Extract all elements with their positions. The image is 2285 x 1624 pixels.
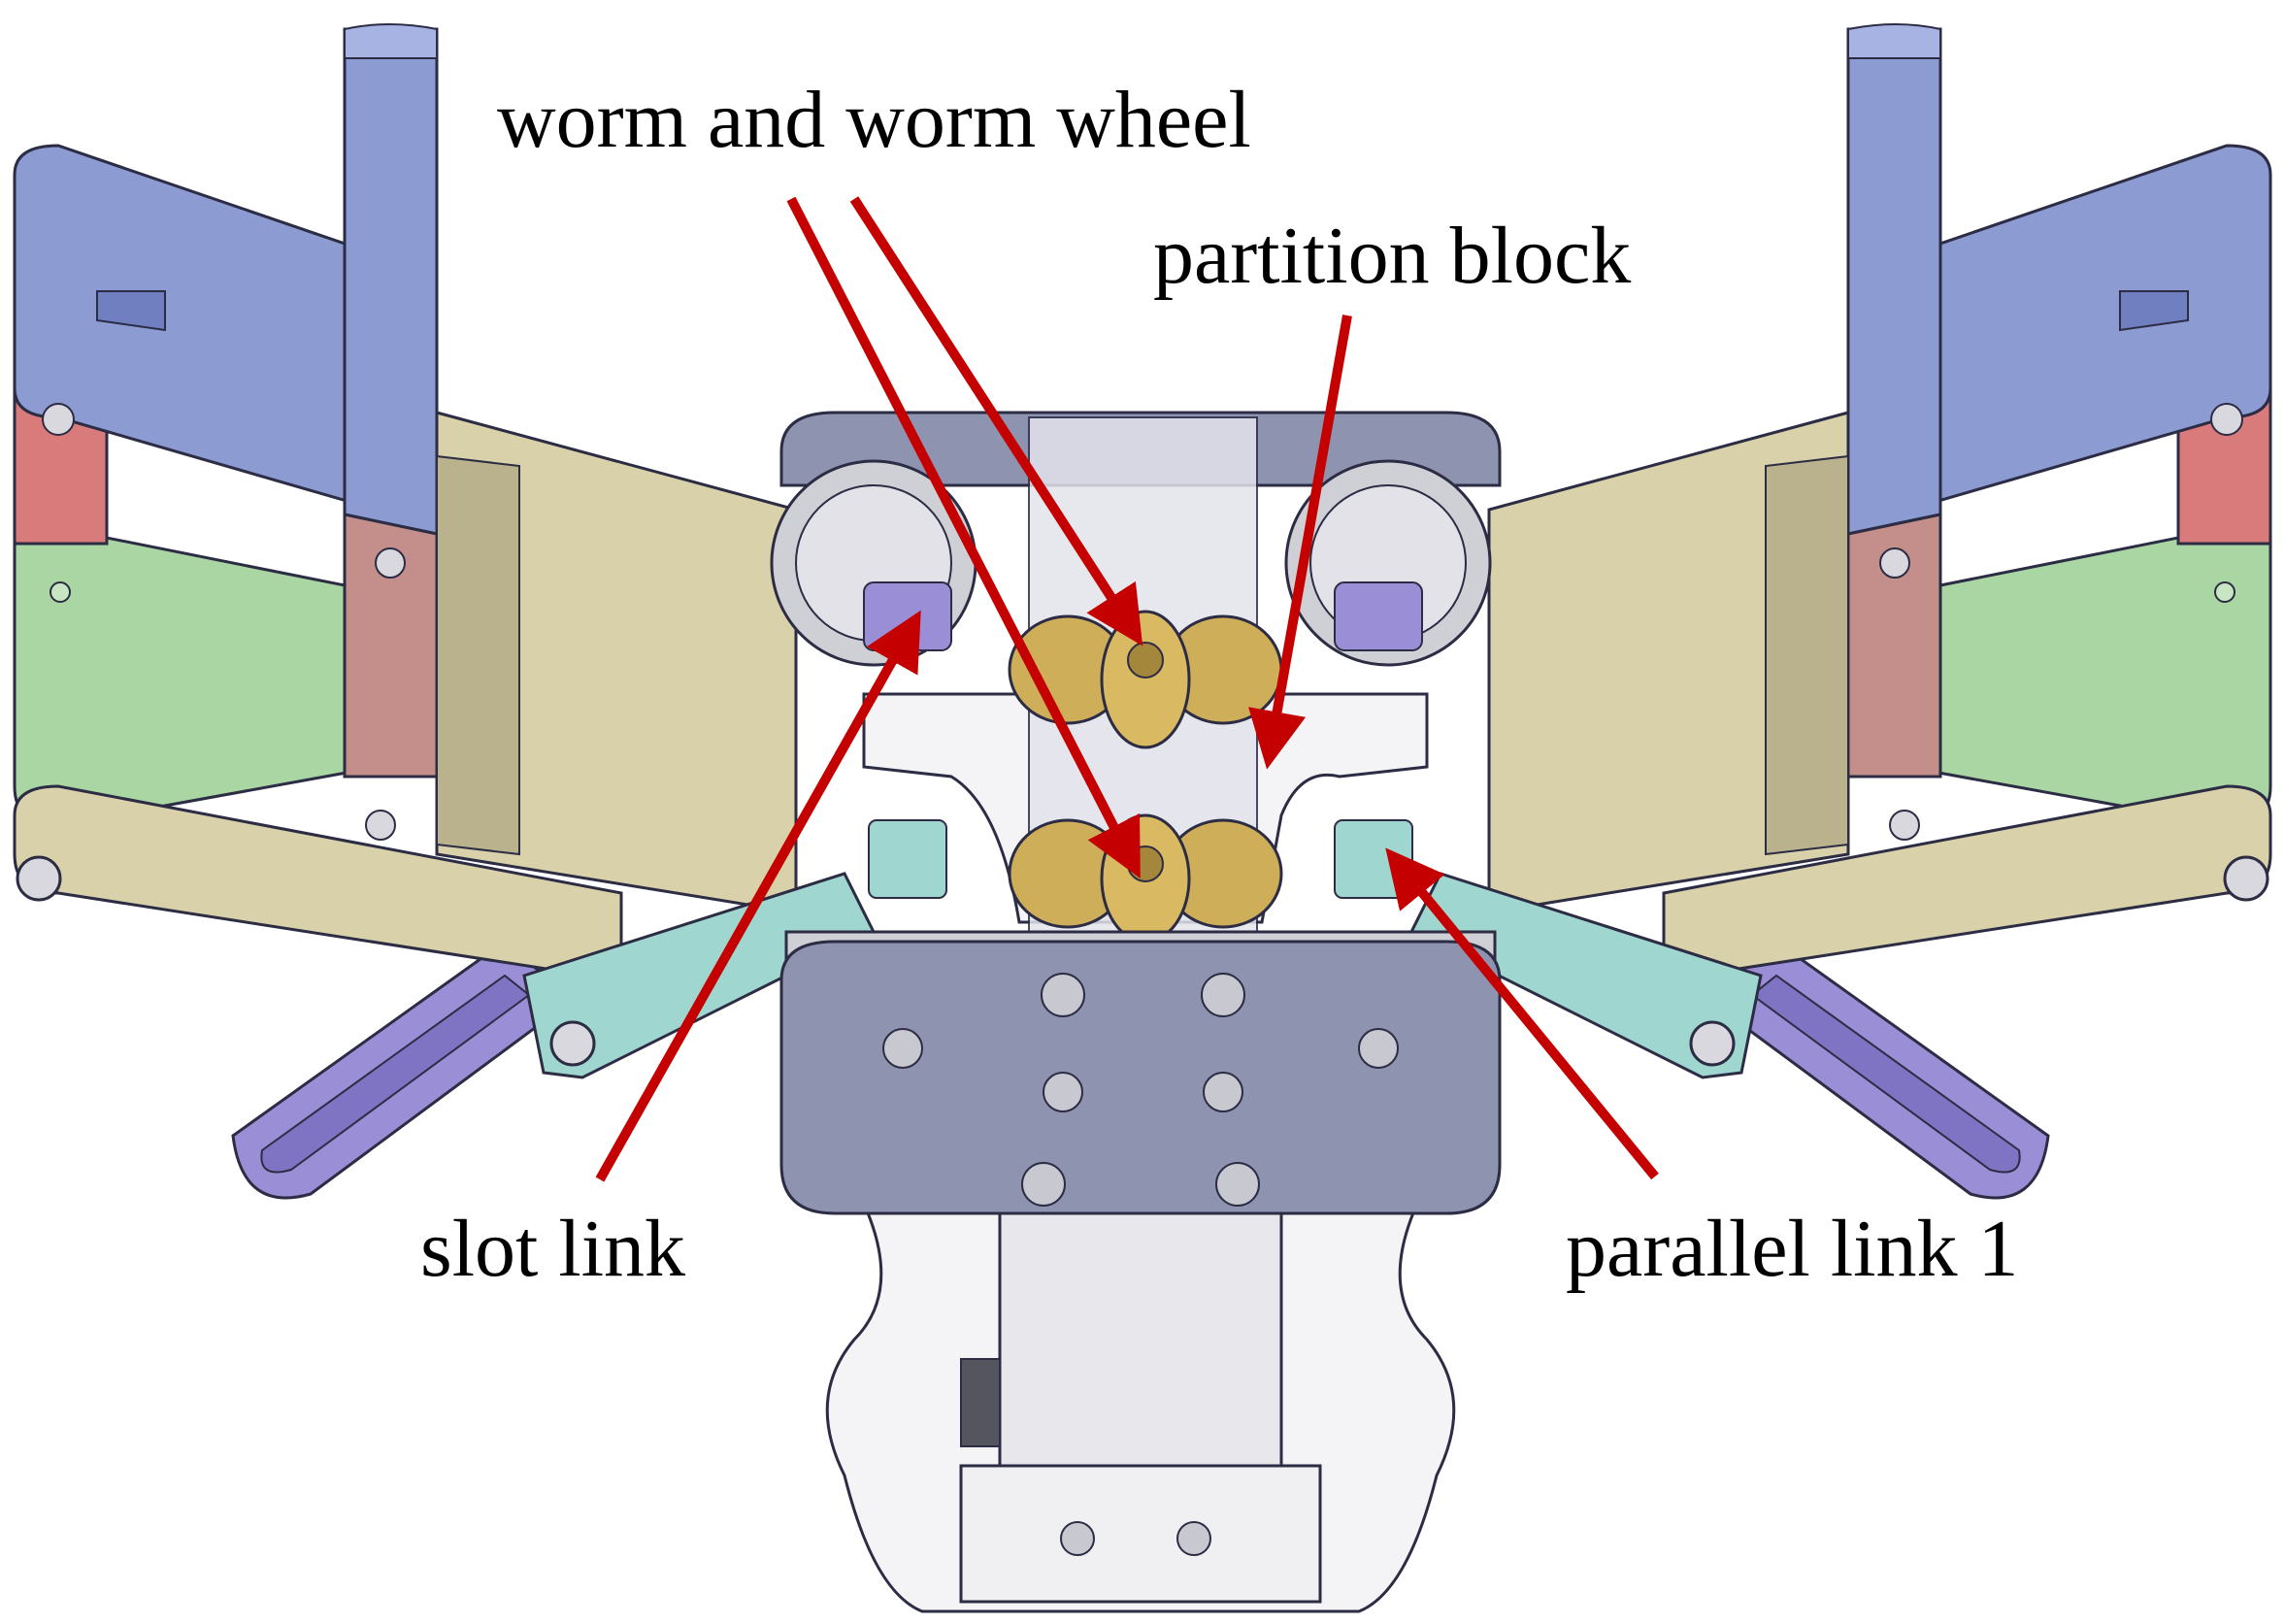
arrow-slot-link: [595, 610, 921, 1182]
arrow-worm-upper: [849, 196, 1143, 646]
label-partition-block: partition block: [1153, 211, 1632, 301]
arrow-partition-block: [1248, 315, 1352, 770]
arrow-worm-lower: [786, 196, 1141, 878]
right-finger: [1408, 23, 2272, 1079]
label-slot-link: slot link: [420, 1204, 686, 1294]
slot-link-left: [231, 940, 576, 1200]
screw-heads: [882, 973, 1399, 1207]
arrow-parallel-link: [1385, 847, 1659, 1180]
motor-frame: [825, 1202, 1456, 1613]
annotation-arrows: [595, 196, 1659, 1182]
label-worm-and-worm-wheel: worm and worm wheel: [497, 75, 1251, 165]
left-finger: [13, 23, 877, 1079]
label-parallel-link-1: parallel link 1: [1566, 1204, 2019, 1294]
gear-box: [770, 411, 1502, 1215]
slot-link-right: [1705, 940, 2050, 1200]
